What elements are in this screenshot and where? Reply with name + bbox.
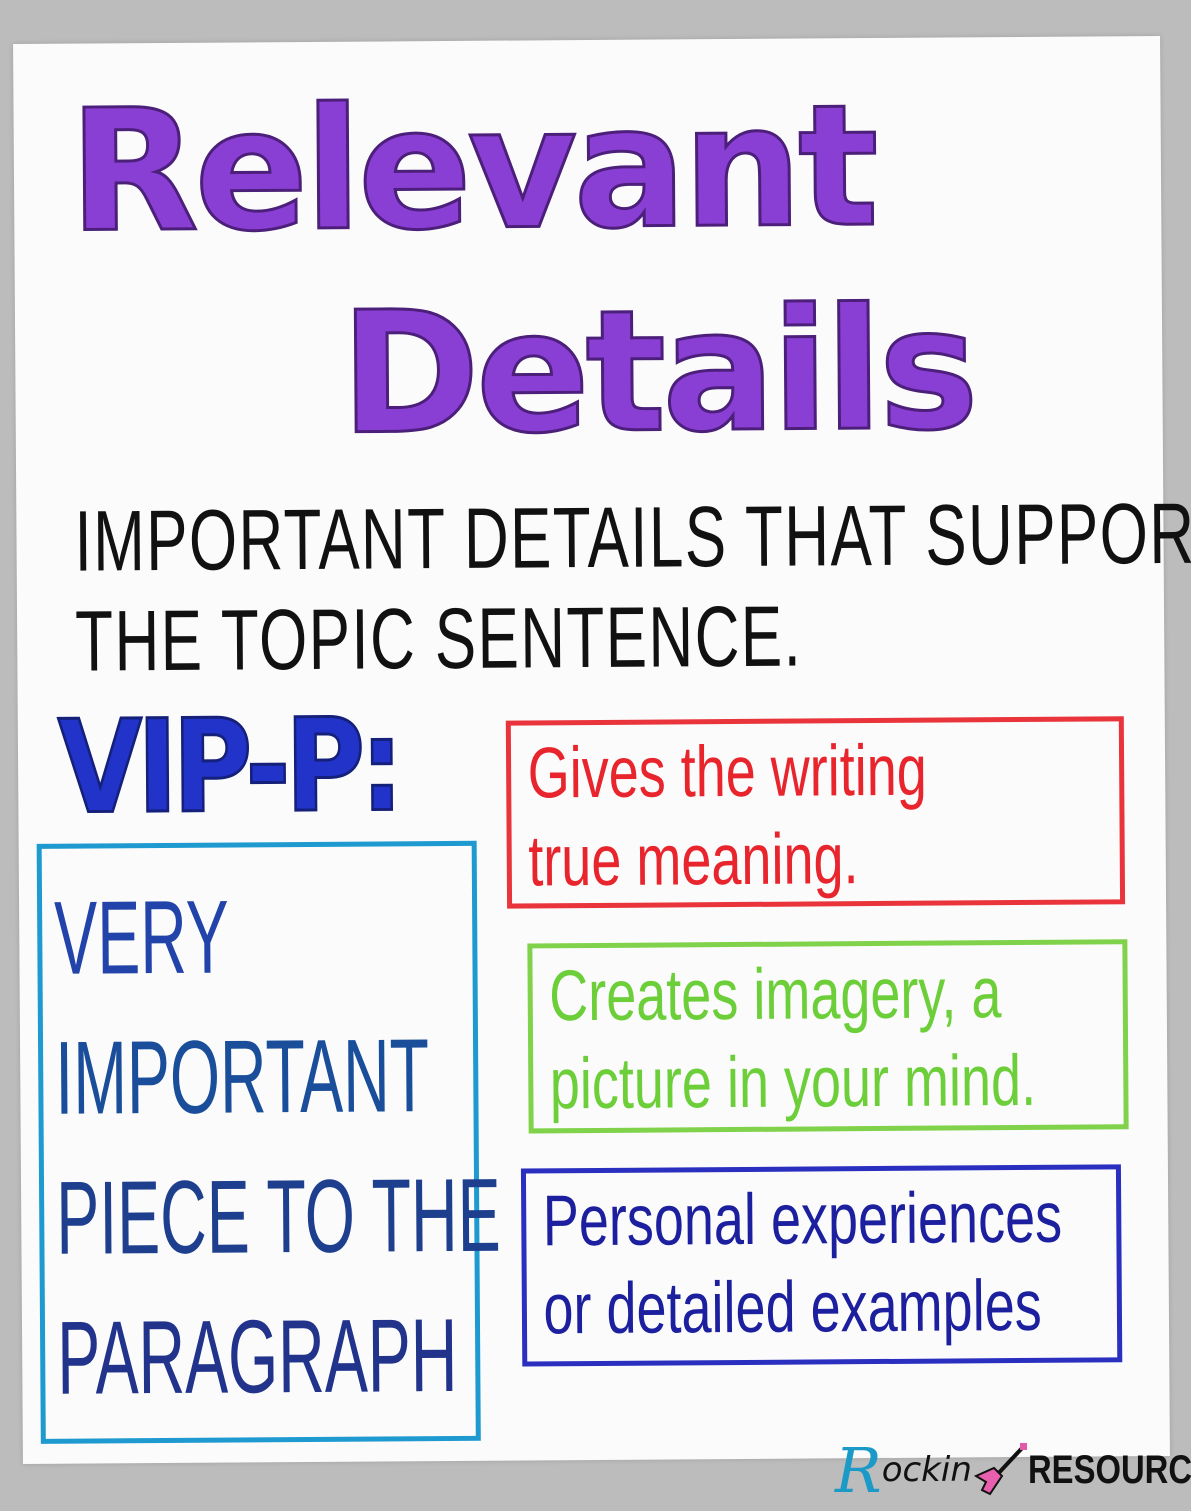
definition: IMPORTANT DETAILS THAT SUPPORT THE TOPIC… <box>74 484 1191 692</box>
note-box-imagery: Creates imagery, a picture in your mind. <box>527 939 1129 1134</box>
note-line: or detailed examples <box>543 1265 1042 1350</box>
logo-name: RESOURCES <box>1027 1447 1191 1492</box>
acronym-line: IMPORTANT <box>54 1018 430 1137</box>
note-text: Creates imagery, a picture in your mind. <box>532 944 1166 1132</box>
note-text: Gives the writing true meaning. <box>511 721 1145 909</box>
note-line: picture in your mind. <box>549 1040 1037 1125</box>
note-line: true meaning. <box>527 819 859 902</box>
rockin-resources-logo: R ockin RESOURCES <box>835 1434 1191 1507</box>
note-text: Personal experiences or detailed example… <box>526 1169 1160 1357</box>
note-box-examples: Personal experiences or detailed example… <box>520 1164 1123 1367</box>
anchor-chart-poster: Relevant Details IMPORTANT DETAILS THAT … <box>13 36 1191 1464</box>
note-line: Creates imagery, a <box>548 953 1002 1037</box>
definition-line-2: THE TOPIC SENTENCE. <box>74 588 803 690</box>
acronym-box: VERY IMPORTANT PIECE TO THE PARAGRAPH <box>36 840 501 1444</box>
logo-r: R <box>835 1433 882 1507</box>
title-line-2: Details <box>338 270 977 473</box>
acronym-line: PARAGRAPH <box>56 1297 458 1417</box>
guitar-icon <box>973 1443 1027 1496</box>
definition-line-1: IMPORTANT DETAILS THAT SUPPORT <box>74 485 1191 590</box>
note-line: Personal experiences <box>542 1177 1063 1262</box>
acronym-heading: VIP-P: <box>56 690 400 844</box>
logo-script: ockin <box>881 1450 972 1490</box>
title-line-1: Relevant <box>67 67 877 272</box>
note-line: Gives the writing <box>527 730 928 814</box>
note-box-meaning: Gives the writing true meaning. <box>505 716 1126 909</box>
acronym-line: PIECE TO THE <box>55 1157 501 1277</box>
acronym-line: VERY <box>53 879 230 997</box>
